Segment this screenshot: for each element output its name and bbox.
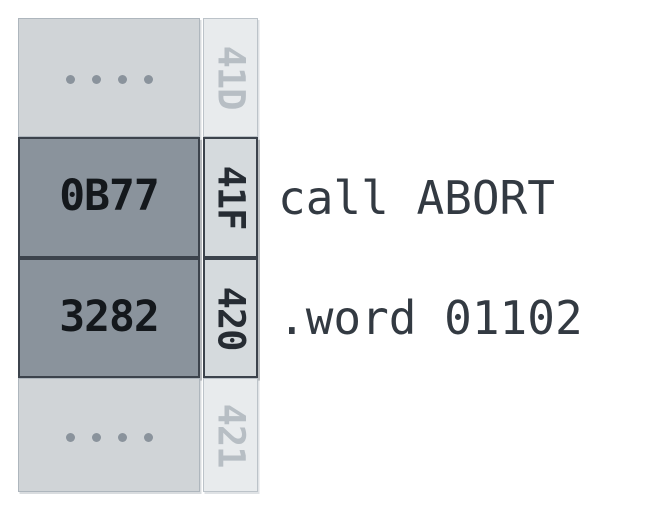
dot [143, 75, 153, 84]
disassembly-annotations: call ABORT .word 01102 [278, 18, 659, 492]
memory-address-cell-421[interactable]: 421 [203, 378, 258, 492]
dot [117, 432, 127, 442]
memory-table: 41D 0B77 41F 3282 420 [18, 18, 258, 492]
address-label: 41D [209, 45, 253, 110]
dot [91, 432, 101, 442]
address-label: 421 [209, 403, 253, 467]
annotation-41f: call ABORT [278, 170, 555, 225]
dot [117, 75, 127, 84]
table-row: 3282 420 [18, 258, 258, 378]
memory-value-cell-420[interactable]: 3282 [18, 258, 200, 378]
dot [65, 75, 75, 84]
table-row: 41D [18, 18, 258, 137]
address-label: 420 [209, 286, 253, 350]
dot [91, 75, 101, 84]
ellipsis-dots-421 [65, 432, 153, 442]
table-row: 421 [18, 378, 258, 492]
table-row: 0B77 41F [18, 137, 258, 258]
memory-value-cell-41d[interactable] [18, 18, 200, 137]
memory-value-cell-41f[interactable]: 0B77 [18, 137, 200, 258]
address-label: 41F [209, 165, 253, 230]
memory-address-cell-41f[interactable]: 41F [203, 137, 258, 258]
dot [65, 432, 75, 442]
memory-value-label: 0B77 [59, 171, 160, 221]
memory-value-cell-421[interactable] [18, 378, 200, 492]
memory-address-cell-41d[interactable]: 41D [203, 18, 258, 137]
memory-value-label: 3282 [59, 291, 160, 342]
memory-address-cell-420[interactable]: 420 [203, 258, 258, 378]
ellipsis-dots-41d [65, 75, 153, 84]
annotation-420: .word 01102 [278, 291, 583, 345]
dot [143, 432, 153, 442]
